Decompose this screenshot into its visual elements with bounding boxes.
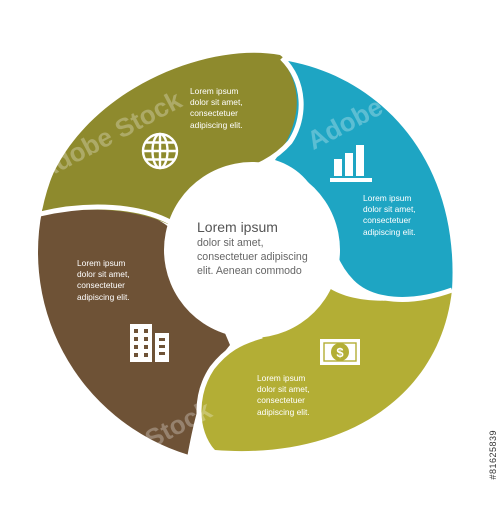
segment-text-line: adipiscing elit. bbox=[257, 406, 310, 417]
image-credit: #81625839 bbox=[488, 430, 498, 480]
center-title: Lorem ipsum bbox=[197, 219, 278, 235]
segment-text-line: dolor sit amet, bbox=[190, 97, 243, 108]
globe-icon bbox=[141, 132, 179, 170]
segment-text-line: dolor sit amet, bbox=[363, 204, 416, 215]
segment-text-line: dolor sit amet, bbox=[77, 269, 130, 280]
segment-text-left: Lorem ipsum dolor sit amet, consectetuer… bbox=[77, 258, 130, 303]
money-icon: $ bbox=[320, 339, 360, 365]
segment-text-line: Lorem ipsum bbox=[190, 86, 239, 96]
segment-bottom bbox=[199, 285, 452, 452]
center-line: dolor sit amet, bbox=[197, 237, 264, 249]
segment-text-bottom: Lorem ipsum dolor sit amet, consectetuer… bbox=[257, 373, 310, 418]
center-text: Lorem ipsum dolor sit amet, consectetuer… bbox=[197, 218, 308, 278]
segment-text-line: consectetuer bbox=[190, 108, 238, 119]
segment-text-line: adipiscing elit. bbox=[190, 119, 243, 130]
segment-text-line: Lorem ipsum bbox=[77, 258, 126, 268]
segment-top bbox=[40, 52, 299, 225]
segment-text-line: consectetuer bbox=[77, 280, 125, 291]
segment-text-line: consectetuer bbox=[363, 215, 411, 226]
segment-text-line: consectetuer bbox=[257, 395, 305, 406]
center-line: consectetuer adipiscing bbox=[197, 251, 308, 263]
segment-text-right: Lorem ipsum dolor sit amet, consectetuer… bbox=[363, 193, 416, 238]
segment-text-line: adipiscing elit. bbox=[77, 291, 130, 302]
segment-text-top: Lorem ipsum dolor sit amet, consectetuer… bbox=[190, 86, 243, 131]
divider-left-top bbox=[39, 204, 172, 225]
center-line: elit. Aenean commodo bbox=[197, 265, 302, 277]
divider-bottom-left bbox=[196, 333, 263, 454]
center-hub bbox=[164, 162, 340, 338]
svg-text:$: $ bbox=[336, 345, 344, 360]
buildings-icon bbox=[130, 324, 169, 362]
bar-chart-icon bbox=[330, 145, 372, 182]
segment-text-line: dolor sit amet, bbox=[257, 384, 310, 395]
segment-text-line: adipiscing elit. bbox=[363, 226, 416, 237]
segment-text-line: Lorem ipsum bbox=[363, 193, 412, 203]
segment-text-line: Lorem ipsum bbox=[257, 373, 306, 383]
